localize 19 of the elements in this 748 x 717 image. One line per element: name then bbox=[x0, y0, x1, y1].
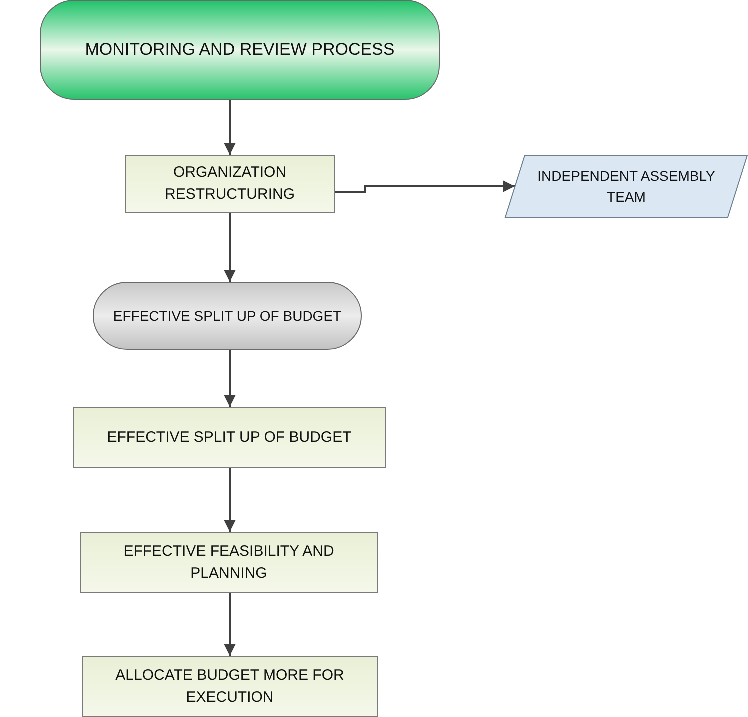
start-terminal bbox=[40, 0, 440, 100]
process-box bbox=[82, 656, 378, 717]
arrow bbox=[335, 180, 515, 193]
data-parallelogram bbox=[505, 155, 748, 218]
node-label: ORGANIZATION RESTRUCTURING bbox=[164, 163, 296, 205]
node-label: EFFECTIVE SPLIT UP OF BUDGET bbox=[107, 428, 352, 448]
node-label: EFFECTIVE SPLIT UP OF BUDGET bbox=[113, 306, 342, 326]
node-label: ALLOCATE BUDGET MORE FOR EXECUTION bbox=[114, 666, 346, 708]
arrow bbox=[224, 593, 236, 656]
process-box bbox=[73, 407, 386, 468]
arrow bbox=[224, 213, 236, 282]
node-label: EFFECTIVE FEASIBILITY AND PLANNING bbox=[122, 542, 336, 584]
node-label: INDEPENDENT ASSEMBLY TEAM bbox=[536, 167, 716, 206]
node-label: MONITORING AND REVIEW PROCESS bbox=[85, 38, 395, 61]
arrow bbox=[224, 468, 236, 532]
arrow bbox=[224, 350, 236, 407]
process-box bbox=[80, 532, 378, 593]
arrow bbox=[224, 100, 236, 155]
process-box bbox=[125, 155, 335, 213]
